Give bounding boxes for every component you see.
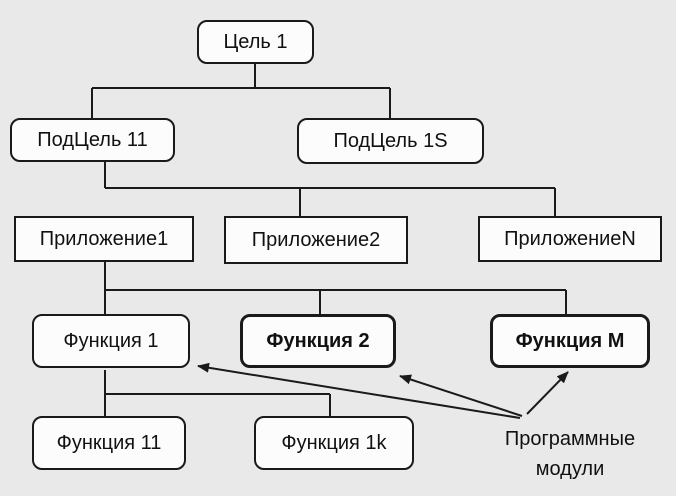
app-n-node: ПриложениеN [478,216,662,262]
goal-label: Цель 1 [223,30,288,53]
arrow-to-func-1 [197,362,521,419]
func-1-node: Функция 1 [32,314,190,368]
program-modules-line2: модули [535,458,605,480]
func-1-label: Функция 1 [63,329,159,352]
func-1k-node: Функция 1k [254,416,414,470]
app-1-label: Приложение1 [39,227,169,250]
program-modules-caption: Программные модули [480,424,660,484]
func-11-node: Функция 11 [32,416,186,470]
func-2-node: Функция 2 [240,314,396,368]
func-11-label: Функция 11 [56,431,162,454]
goal-node: Цель 1 [197,20,314,64]
func-1k-label: Функция 1k [281,431,387,454]
subgoal-1s-node: ПодЦель 1S [297,118,484,164]
subgoal-11-node: ПодЦель 11 [10,118,175,162]
subgoal-1s-label: ПодЦель 1S [333,129,448,152]
app-n-label: ПриложениеN [504,227,636,250]
arrow-to-func-m [526,371,569,415]
subgoal-11-label: ПодЦель 11 [37,128,148,151]
app-2-label: Приложение2 [251,228,381,251]
arrow-to-func-2 [399,374,523,417]
func-2-label: Функция 2 [266,329,370,352]
app-2-node: Приложение2 [224,216,408,264]
func-m-label: Функция M [515,329,625,352]
program-modules-line1: Программные [504,428,636,450]
func-m-node: Функция M [490,314,650,368]
app-1-node: Приложение1 [14,216,194,262]
